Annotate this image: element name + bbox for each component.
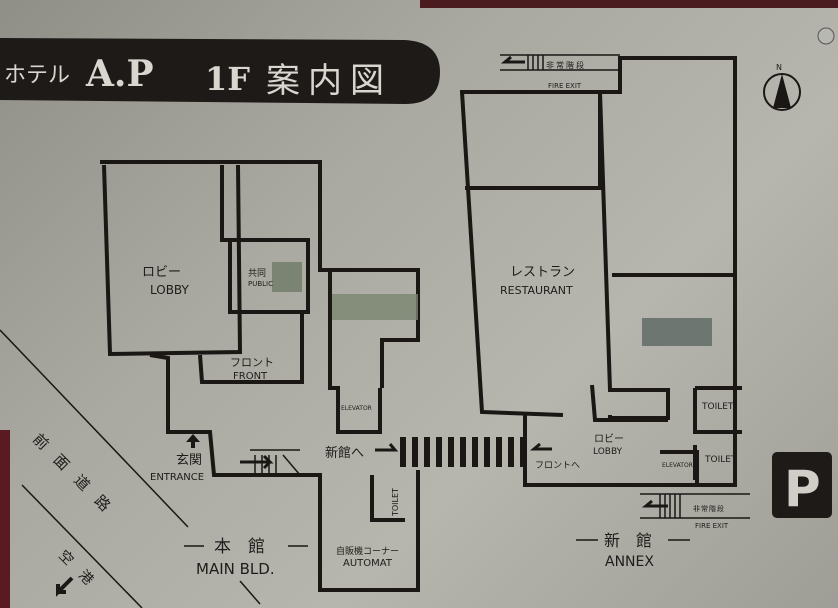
main-lobby-ja: ロビー <box>142 265 181 280</box>
svg-text:N: N <box>776 63 782 72</box>
annex-elevator-label: ELEVATOR <box>662 462 693 469</box>
restaurant-ja: レストラン <box>510 265 575 280</box>
entrance-en: ENTRANCE <box>150 472 204 483</box>
fire-exit-top-en: FIRE EXIT <box>548 82 582 90</box>
title-hotel: ホテル <box>4 63 70 88</box>
front-ja: フロント <box>230 356 274 369</box>
public-en: PUBLIC <box>248 280 273 288</box>
restaurant-en: RESTAURANT <box>500 284 573 297</box>
fire-exit-bottom-ja: 非常階段 <box>693 504 725 513</box>
entrance-ja: 玄関 <box>176 453 202 468</box>
annex-lobby-ja: ロビー <box>594 433 624 445</box>
parking-sign <box>772 452 832 518</box>
public-ja: 共同 <box>248 268 266 279</box>
fire-exit-bottom-arrow-icon <box>641 499 668 508</box>
main-building-name-en: MAIN BLD. <box>196 560 275 578</box>
annex-building <box>460 54 750 519</box>
title-bar <box>0 38 440 104</box>
title-name: A.P <box>85 53 154 95</box>
fire-exit-top-ja: 非常階段 <box>546 60 586 70</box>
annex-name-ja: 新 館 <box>604 531 652 550</box>
entrance-arrow-icon <box>186 434 200 448</box>
parking-icon: P <box>784 460 821 518</box>
covered-sign-patch <box>332 294 418 320</box>
main-toilet-label: TOILET <box>391 488 400 517</box>
title-guide: 案内図 <box>266 61 392 101</box>
fire-exit-top-arrow-icon <box>500 55 525 64</box>
main-building-name-ja: 本 館 <box>214 537 265 557</box>
main-building <box>100 160 420 592</box>
road-line <box>21 484 143 608</box>
to-annex-label: 新館へ <box>325 445 364 461</box>
annex-lobby-en: LOBBY <box>593 447 623 457</box>
road-line <box>0 329 189 528</box>
covered-sign-patch <box>642 318 712 346</box>
annex-toilet-1: TOILET <box>701 402 734 412</box>
to-annex-arrow-icon <box>375 443 399 452</box>
to-front-arrow-icon <box>529 442 552 451</box>
covered-sign-patch <box>272 262 302 292</box>
main-lobby-en: LOBBY <box>150 283 190 297</box>
fire-exit-bottom-en: FIRE EXIT <box>695 522 729 530</box>
title-floor: 1F <box>205 60 250 98</box>
main-elevator-label: ELEVATOR <box>341 405 372 412</box>
front-en: FRONT <box>233 371 268 382</box>
road-line <box>239 580 261 605</box>
automat-ja: 自販機コーナー <box>336 545 399 557</box>
sign-frame-top <box>420 0 838 8</box>
compass-icon: N <box>763 63 801 111</box>
to-front-label: フロントへ <box>535 461 580 471</box>
sign-frame-left <box>0 430 10 608</box>
crosswalk <box>400 437 526 467</box>
automat-en: AUTOMAT <box>343 558 393 569</box>
screw-icon <box>817 27 835 45</box>
annex-toilet-2: TOILET <box>704 455 737 465</box>
annex-name-en: ANNEX <box>605 554 654 570</box>
airport-arrow-icon <box>56 576 74 597</box>
